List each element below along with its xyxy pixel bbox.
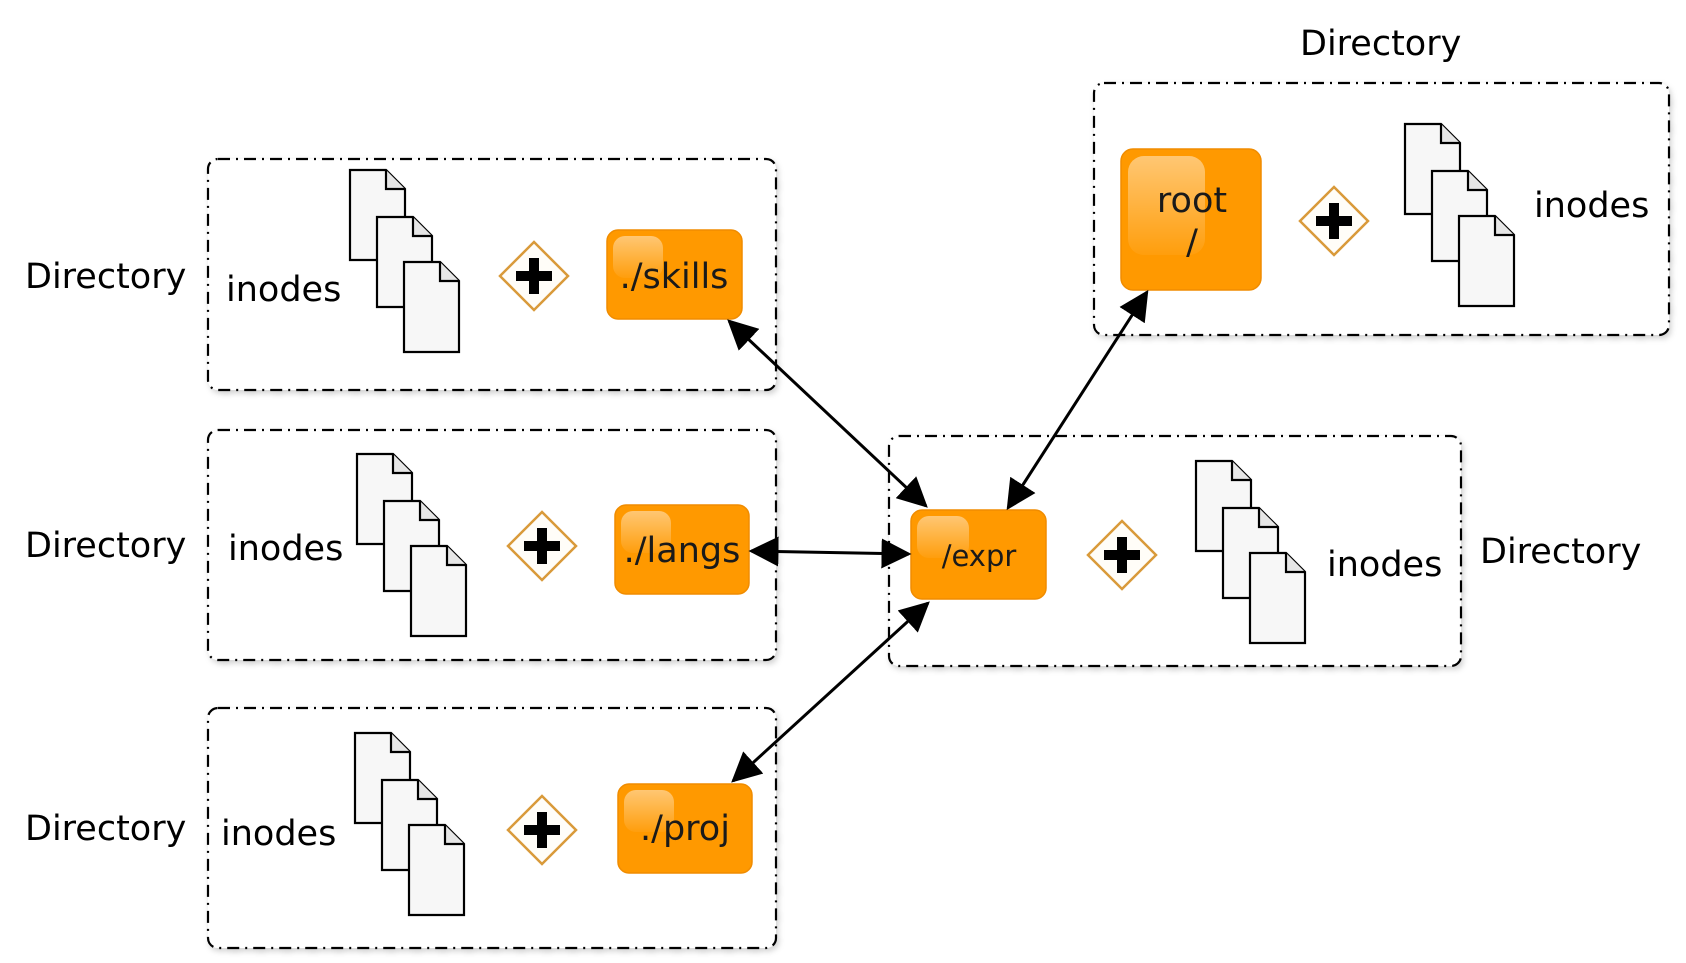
directory-label-skills: Directory [25,257,186,297]
link-root-expr [1006,289,1149,511]
link-langs-expr [748,536,912,569]
inodes-label-skills: inodes [226,270,341,310]
inodes-label-root: inodes [1534,186,1649,226]
node-label-langs: ./langs [624,531,741,571]
node-root: root / [1120,148,1262,291]
node-label-expr: /expr [942,539,1017,573]
node-expr: /expr [910,509,1047,600]
directory-label-expr: Directory [1480,532,1641,572]
node-label-proj: ./proj [640,809,730,849]
inodes-label-expr: inodes [1327,545,1442,585]
directory-label-root: Directory [1300,24,1461,64]
directory-label-proj: Directory [25,809,186,849]
node-proj: ./proj [617,783,753,874]
node-label-root-slash: / [1186,223,1198,263]
node-langs: ./langs [614,504,750,595]
node-label-root: root [1157,181,1227,221]
node-label-skills: ./skills [620,257,729,297]
link-proj-expr [731,601,930,783]
inodes-label-proj: inodes [221,814,336,854]
directory-box-proj [206,706,778,950]
link-skills-expr [727,319,928,508]
inodes-label-langs: inodes [228,529,343,569]
directory-label-langs: Directory [25,526,186,566]
node-skills: ./skills [606,229,743,320]
